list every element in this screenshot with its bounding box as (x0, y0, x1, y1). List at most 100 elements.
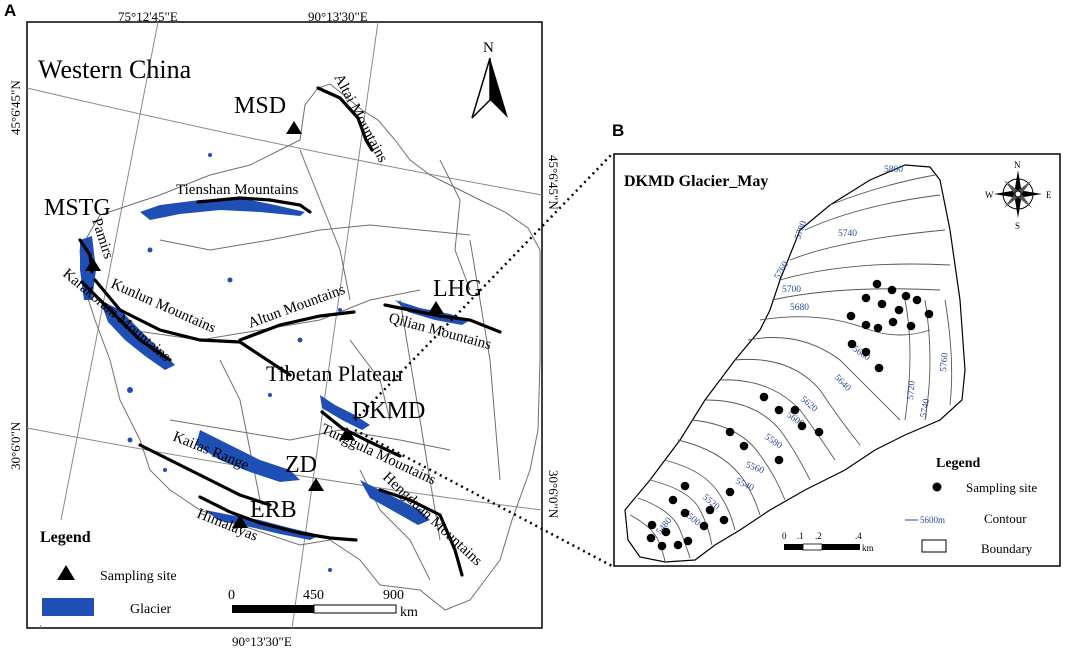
range-tienshan (196, 196, 312, 214)
china-outline (79, 83, 541, 611)
range-tienshan-label: Tienshan Mountains (176, 182, 299, 198)
contour (677, 439, 761, 516)
glacier-dot (208, 153, 212, 157)
connector-bottom (354, 428, 613, 568)
north-arrow-icon-left (471, 57, 491, 119)
legend-b-title: Legend (936, 456, 981, 471)
coord-left-lower: 30°6'0"N (8, 421, 23, 470)
contour (904, 299, 911, 421)
sample-dot (646, 533, 656, 543)
scale-bar-a: 0 450 900 km (228, 588, 418, 620)
panel-a-label: A (4, 1, 16, 20)
scale-a-0: 0 (228, 588, 235, 603)
sample-dot (894, 305, 904, 315)
sample-dot (647, 520, 657, 530)
coord-bottom: 90°13'30"E (232, 634, 292, 649)
contour (944, 299, 953, 406)
sample-dot (888, 317, 898, 327)
sample-dot (668, 495, 678, 505)
glacier-tanggula (320, 395, 370, 430)
scale-b-1: .1 (797, 531, 804, 541)
scale-b-seg1 (784, 544, 803, 550)
glacier-dot (163, 468, 167, 472)
range-karakoram (80, 280, 172, 362)
scale-b-seg2 (802, 543, 823, 551)
range-qilian (383, 303, 502, 334)
north-arrow-icon (490, 58, 508, 118)
scale-a-900: 900 (383, 588, 404, 603)
sample-dot (873, 323, 883, 333)
site-zd-marker (308, 478, 324, 491)
scale-a-450: 450 (303, 588, 324, 603)
scale-b-unit: km (862, 543, 874, 553)
sampling-dots (646, 279, 934, 551)
legend-a-glacier-swatch (42, 598, 94, 616)
panel-b-title: DKMD Glacier_May (624, 173, 768, 190)
sample-dot (872, 279, 882, 289)
north-label: N (483, 40, 494, 56)
scale-b-2: .2 (815, 531, 822, 541)
range-kailas (138, 443, 272, 507)
province-line (169, 419, 451, 451)
sample-dot (680, 508, 690, 518)
legend-b-sampling-label: Sampling site (966, 480, 1037, 495)
sample-dot (912, 295, 922, 305)
contour-lines (629, 174, 953, 563)
coord-right-lower: 30°6'0"N (546, 470, 561, 519)
range-altun (238, 310, 356, 342)
sample-dot (861, 293, 871, 303)
contour (779, 263, 951, 281)
sample-dot (719, 515, 729, 525)
site-dkmd-marker (339, 427, 355, 440)
mountain-lines (78, 86, 502, 577)
sample-dot (699, 521, 709, 531)
connector-lines (354, 153, 613, 568)
glacier-dot (147, 247, 153, 253)
range-himalayas (198, 495, 358, 542)
sample-dot (683, 536, 693, 546)
legend-b-boundary-swatch (921, 539, 947, 553)
sample-dot (906, 321, 916, 331)
map-title: Western China (38, 55, 192, 84)
contour (804, 194, 941, 231)
sample-dot (846, 311, 856, 321)
panel-b-frame (613, 153, 1061, 567)
contour (663, 459, 736, 531)
parallel-45 (26, 87, 543, 196)
glacier-tienshan (140, 198, 305, 220)
site-msd-label: MSD (234, 93, 286, 119)
compass-w: W (985, 190, 994, 200)
legend-b-dot-icon (932, 482, 942, 492)
sample-dot (877, 299, 887, 309)
legend-b-contour-label: Contour (984, 511, 1027, 526)
province-line (299, 149, 351, 301)
contour (705, 399, 811, 481)
sample-dot (874, 363, 884, 373)
coord-left-upper: 45°6'45"N (8, 80, 23, 135)
contour (649, 479, 713, 546)
scale-a-unit: km (400, 605, 418, 620)
sample-dot (847, 339, 857, 349)
sample-dot (901, 291, 911, 301)
legend-a-triangle-icon (57, 565, 75, 580)
contour-label: 5800 (884, 165, 903, 175)
contour (829, 174, 936, 206)
legend-a-title: Legend (40, 529, 91, 546)
sample-dot (790, 405, 800, 415)
sample-dot (814, 427, 824, 437)
scale-a-seg2 (313, 604, 397, 614)
compass-icon (994, 170, 1042, 218)
glacier-dot (328, 568, 332, 572)
sample-dot (759, 392, 769, 402)
legend-b-boundary-label: Boundary (981, 541, 1033, 556)
contour (637, 497, 691, 559)
contour-label: 5740 (838, 229, 857, 239)
panel-b: B DKMD Glacier_May N S E W (612, 121, 1061, 567)
scale-a-seg1 (232, 605, 314, 613)
sample-dot (739, 441, 749, 451)
sample-dot (797, 421, 807, 431)
connector-top (354, 153, 613, 421)
sample-dot (774, 455, 784, 465)
contour (789, 229, 946, 261)
